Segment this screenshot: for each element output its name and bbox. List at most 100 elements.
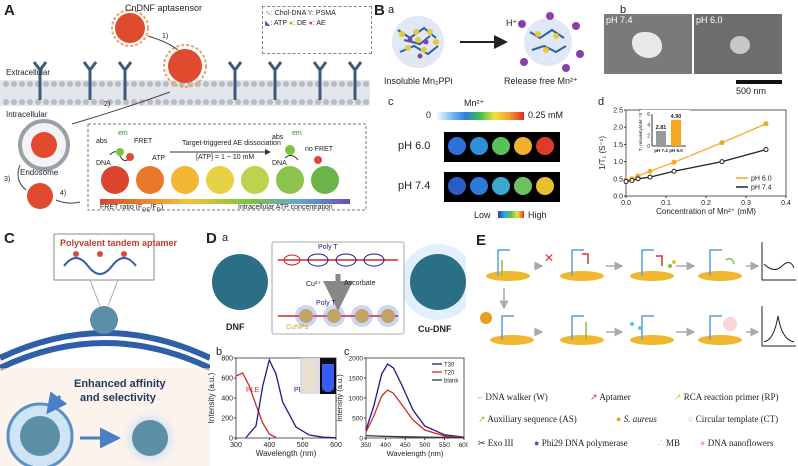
series-line-ple: [235, 372, 277, 439]
y-axis-label: 1/T₁ (S⁻¹): [598, 136, 607, 170]
legend-label: T20: [444, 371, 455, 377]
y-tick-label: 0: [359, 436, 363, 443]
step-4: 4): [60, 190, 67, 197]
walker-icon: ⌐: [478, 392, 484, 402]
primer-icon: ↗: [674, 392, 682, 402]
inset-y-tick: 4: [647, 123, 650, 129]
series-label-pl: PL: [294, 387, 303, 394]
data-point: [671, 159, 677, 165]
aptasensor-particle-bound: [163, 44, 207, 88]
sem-ph60-label: pH 6.0: [696, 15, 723, 25]
y-tick-label: 0.5: [613, 176, 623, 183]
step-2: 2): [104, 101, 111, 108]
legend-aptamer: ↗ Aptamer: [590, 392, 631, 402]
mn-gradient-bar: [436, 112, 524, 120]
legend-psma: : PSMA: [312, 10, 336, 17]
inset-y-tick: 2: [647, 133, 650, 139]
data-point: [629, 178, 635, 184]
template-icon: ○: [688, 414, 694, 424]
inset-bar-value: 2.81: [656, 125, 667, 131]
aptasensor-particle-top: [111, 9, 149, 47]
panel-label-e: E: [476, 232, 487, 249]
x-axis-label: Wavelength (nm): [387, 449, 444, 458]
legend-walker: ⌐ DNA walker (W): [478, 392, 548, 402]
scale-bar: [736, 80, 782, 84]
data-point: [763, 147, 769, 153]
y-tick-label: 1.5: [613, 142, 623, 149]
cunps-label: CuNPs: [286, 324, 309, 331]
panel-label-c: C: [4, 230, 15, 247]
mn-title: Mn²⁺: [464, 98, 485, 108]
y-tick-label: 1000: [349, 396, 364, 403]
panel-d-c-tag: c: [344, 346, 350, 358]
legend-label: pH 7.4: [751, 185, 772, 192]
fret-label: FRET: [134, 138, 153, 145]
flowers-icon: ●: [700, 438, 706, 448]
data-point: [719, 159, 725, 165]
psma-icon: Y: [307, 10, 313, 17]
panel-a-legend: ∿: Chol-DNA Y: PSMA ◣: ATP ●: DE ●: AE: [262, 6, 372, 54]
insoluble-mn2ppi-particle: [392, 16, 444, 68]
mri-row-ph60: [444, 132, 560, 162]
x-tick-label: 400: [380, 442, 391, 449]
panel-e-legend: ⌐ DNA walker (W) ↗ Aptamer ↗ RCA reactio…: [478, 390, 798, 466]
walker-steps-row1: ✕: [486, 242, 796, 281]
x-tick-label: 600: [459, 442, 468, 449]
mri-row-ph74: [444, 172, 560, 202]
legend-primer: ↗ RCA reaction primer (RP): [674, 392, 779, 402]
panel-a-figure: [0, 9, 370, 211]
legend-label: T30: [444, 363, 455, 369]
selectivity-label: and selectivity: [80, 392, 156, 404]
de-icon: ●: [288, 20, 294, 27]
chol-dna-icon: ∿: [265, 10, 271, 17]
inset-bar: [671, 119, 681, 146]
svg-text:✕: ✕: [544, 251, 554, 265]
phi29-icon: ●: [534, 438, 540, 448]
ascorbate-label: Ascorbate: [344, 280, 376, 287]
polyt-bottom-strand: [278, 305, 399, 327]
panel-b-c-tag: c: [388, 96, 394, 108]
y-axis-label: Intensity (a.u.): [207, 372, 216, 423]
data-point: [763, 121, 769, 127]
exo-icon: ✂: [478, 438, 486, 448]
em-label-right: em: [292, 130, 302, 137]
series-line-blank: [365, 434, 465, 439]
legend-atp: : ATP: [270, 20, 287, 27]
cu-dnf-particle: [410, 254, 466, 310]
data-point: [635, 176, 641, 182]
legend-label: blank: [444, 379, 459, 385]
x-tick-label: 500: [297, 442, 309, 449]
dnf-particle-released: [132, 420, 168, 456]
y-tick-label: 1500: [349, 376, 364, 383]
released-mn-particle: [518, 12, 584, 72]
x-tick-label: 450: [400, 442, 411, 449]
x-tick-label: 0.0: [621, 200, 631, 207]
mb-icon: ∴: [658, 438, 664, 448]
aptasensor-label: CnDNF aptasensor: [125, 3, 203, 13]
inset-bar-value: 4.90: [671, 114, 682, 120]
panel-label-a: A: [4, 2, 15, 19]
y-tick-label: 600: [221, 376, 233, 383]
x-tick-label: 0.4: [781, 200, 791, 207]
dnf-particle: [212, 254, 268, 310]
y-tick-label: 800: [221, 356, 233, 363]
sem-ph74-label: pH 7.4: [606, 15, 633, 25]
data-point: [719, 140, 725, 146]
inset-y-tick: 0: [647, 144, 650, 150]
vial-photo: [300, 358, 336, 394]
saureus-icon: ●: [616, 414, 622, 424]
x-tick-label: 350: [361, 442, 372, 449]
panel-c-figure: [0, 233, 210, 466]
ae-icon: ●: [308, 20, 313, 27]
extracellular-label: Extracellular: [6, 68, 51, 77]
mn2ppi-scheme: [392, 12, 584, 72]
mri-scale-bar: [498, 211, 524, 218]
x-tick-label: 500: [419, 442, 430, 449]
psma-receptors: [32, 61, 363, 100]
fret-gradient-particles: [101, 166, 339, 194]
polyt-top-strand: [278, 253, 398, 267]
panel-b-b-tag: b: [620, 4, 627, 16]
series-label-ple: PLE: [246, 387, 260, 394]
